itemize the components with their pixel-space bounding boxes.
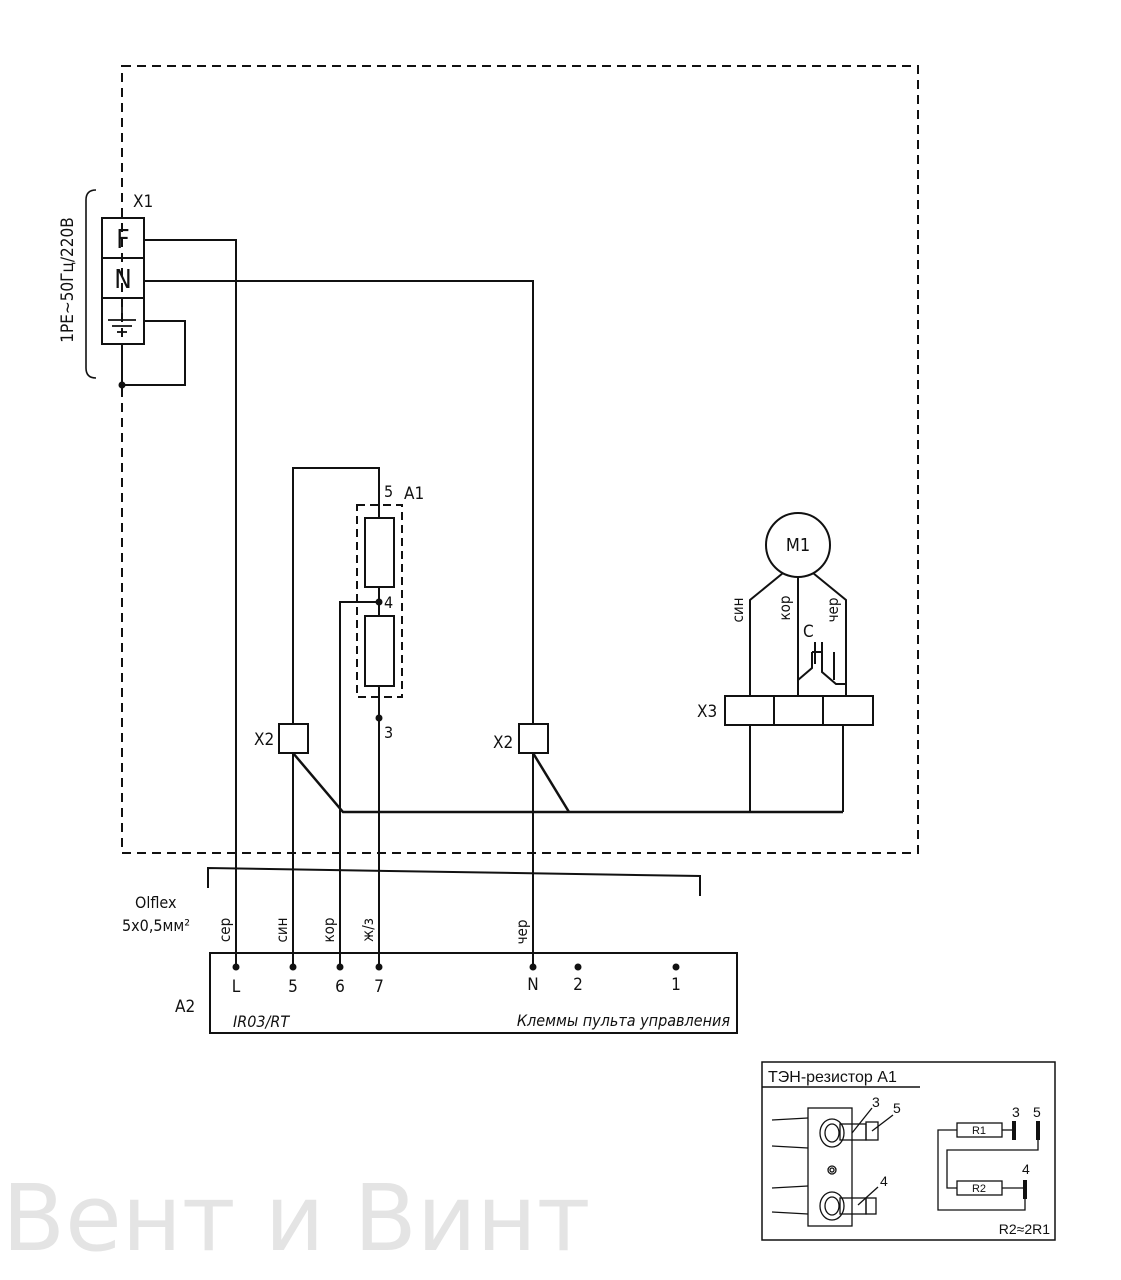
wire-heater-top bbox=[292, 467, 380, 724]
motor-wire-black-label: чер bbox=[824, 598, 842, 623]
inset-pin4-bar bbox=[1023, 1180, 1027, 1199]
inset-schematic-pin4: 4 bbox=[1022, 1161, 1030, 1177]
wire-bus-right bbox=[531, 752, 571, 813]
control-panel-a2 bbox=[209, 952, 738, 1034]
x1-label: X1 bbox=[133, 192, 153, 212]
panel-title: Клеммы пульта управления bbox=[517, 1011, 731, 1030]
x2-left bbox=[278, 723, 309, 754]
cable-type: Olflex bbox=[135, 893, 177, 912]
x2-right bbox=[518, 723, 549, 754]
pe-junction bbox=[118, 381, 126, 389]
inset-title: ТЭН-резистор А1 bbox=[768, 1069, 897, 1086]
panel-terminal-N: N bbox=[527, 975, 538, 995]
inset-drawing-pin3: 3 bbox=[872, 1094, 880, 1110]
inset-heater-drawing bbox=[771, 1107, 894, 1227]
cable-bracket bbox=[207, 866, 701, 896]
inset-schematic bbox=[937, 1122, 1039, 1211]
panel-model: IR03/RT bbox=[233, 1012, 290, 1031]
inset-r2: R2 bbox=[972, 1183, 986, 1195]
supply-brace bbox=[85, 189, 97, 379]
wire-label-yellow-green: ж/з bbox=[359, 918, 377, 942]
a2-label: A2 bbox=[175, 997, 195, 1017]
x2-left-label: X2 bbox=[254, 730, 274, 750]
wire-phase bbox=[144, 239, 237, 967]
cable-size: 5х0,5мм² bbox=[122, 916, 190, 935]
motor-wire-blue bbox=[749, 572, 784, 696]
a1-pin4: 4 bbox=[384, 593, 393, 612]
inset-frame bbox=[761, 1061, 1056, 1241]
wire-label-grey: сер bbox=[216, 918, 234, 942]
panel-terminal-2: 2 bbox=[573, 975, 583, 995]
pe-wire bbox=[122, 320, 186, 386]
x3-terminal-2 bbox=[773, 695, 824, 726]
supply-voltage-label: 1PE~50Гц/220В bbox=[58, 217, 78, 342]
a1-resistor-r2 bbox=[364, 615, 395, 687]
panel-terminal-dots bbox=[232, 963, 680, 971]
x1-f-label: F bbox=[116, 225, 129, 255]
motor-wire-blue-label: син bbox=[729, 597, 747, 622]
panel-terminal-6: 6 bbox=[335, 977, 345, 997]
x1-n-label: N bbox=[114, 265, 132, 295]
watermark: Вент и Винт bbox=[2, 1165, 590, 1272]
motor-wire-brown-label: кор bbox=[776, 596, 794, 621]
wire-label-blue: син bbox=[273, 917, 291, 942]
x2-right-label: X2 bbox=[493, 733, 513, 753]
wire-bus bbox=[292, 752, 843, 814]
a1-resistor-r1 bbox=[364, 517, 395, 588]
capacitor-label: C bbox=[803, 622, 814, 642]
inset-pin3-bar bbox=[1012, 1121, 1016, 1140]
panel-terminal-1: 1 bbox=[671, 975, 681, 995]
motor-label: M1 bbox=[786, 535, 810, 556]
inset-r1: R1 bbox=[972, 1125, 986, 1137]
inset-schematic-pin5: 5 bbox=[1033, 1104, 1041, 1120]
housing-boundary bbox=[121, 65, 919, 854]
a1-pin5: 5 bbox=[384, 482, 393, 501]
wire-label-brown: кор bbox=[320, 918, 338, 943]
inset-drawing-pin4: 4 bbox=[880, 1173, 888, 1189]
motor-wire-black bbox=[812, 572, 847, 696]
panel-terminal-5: 5 bbox=[288, 977, 298, 997]
panel-terminal-L: L bbox=[232, 977, 241, 997]
inset-relation: R2≈2R1 bbox=[999, 1221, 1050, 1237]
inset-drawing-pin5: 5 bbox=[893, 1100, 901, 1116]
a1-label: A1 bbox=[404, 484, 424, 504]
a1-node-3 bbox=[375, 714, 383, 722]
wire-heater-mid bbox=[339, 601, 379, 967]
ground-icon bbox=[108, 307, 136, 333]
inset-pin5-bar bbox=[1036, 1121, 1040, 1140]
a1-pin3: 3 bbox=[384, 723, 393, 742]
panel-terminal-7: 7 bbox=[374, 977, 384, 997]
inset-schematic-pin3: 3 bbox=[1012, 1104, 1020, 1120]
capacitor-icon bbox=[797, 642, 846, 685]
x3-terminal-3 bbox=[822, 695, 874, 726]
wire-label-black: чер bbox=[513, 920, 531, 945]
wire-neutral bbox=[144, 280, 534, 724]
x3-terminal-1 bbox=[724, 695, 775, 726]
x3-label: X3 bbox=[697, 702, 717, 722]
